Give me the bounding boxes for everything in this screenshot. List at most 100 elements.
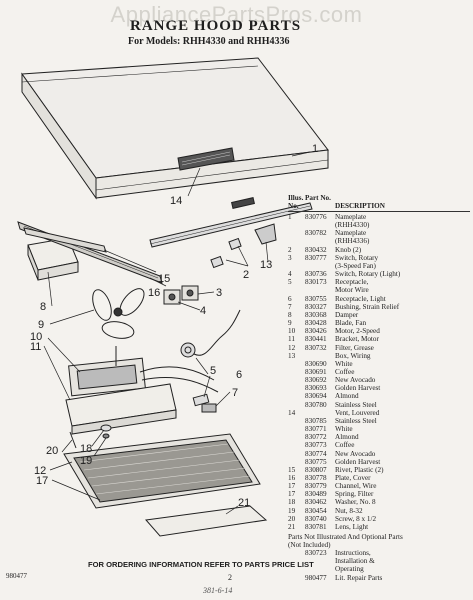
part-number: 830775 [305, 457, 327, 466]
illus-number: 19 [288, 506, 296, 515]
callout-15: 15 [158, 273, 170, 285]
part-number: 980477 [305, 573, 327, 582]
table-row: Installation & [288, 557, 470, 565]
callout-9: 9 [38, 319, 44, 331]
illus-number [288, 417, 305, 425]
page-number: 2 [228, 573, 232, 582]
header-illus: Illus. No. [288, 194, 304, 210]
description: Motor, 2-Speed [335, 327, 380, 336]
illus-number [288, 237, 305, 245]
callout-20: 20 [46, 445, 58, 457]
part-number: 830782 [305, 229, 327, 238]
description: Almond [335, 392, 359, 401]
illus-number [288, 360, 305, 368]
part-number [305, 352, 335, 360]
ordering-footer: FOR ORDERING INFORMATION REFER TO PARTS … [88, 560, 314, 569]
callout-14: 14 [170, 195, 182, 207]
header-part: Part No. [305, 194, 331, 202]
illus-number: 3 [288, 253, 292, 262]
description: Damper [335, 310, 359, 319]
illus-number [288, 425, 305, 433]
description: Screw, 8 x 1/2 [335, 514, 377, 523]
part-number: 830692 [305, 376, 327, 385]
illus-number: 11 [288, 335, 295, 344]
callout-6: 6 [236, 369, 242, 381]
document-code: 980477 [6, 572, 27, 580]
part-number: 830723 [305, 549, 327, 558]
header-description: DESCRIPTION [335, 202, 385, 210]
illus-number [288, 368, 305, 376]
motor-assembly [65, 346, 219, 435]
not-illustrated-label: Parts Not Illustrated And Optional Parts… [288, 533, 403, 550]
page-title: RANGE HOOD PARTS [130, 18, 302, 34]
illus-number: 12 [288, 343, 296, 352]
illus-number [288, 286, 305, 294]
callout-16: 16 [148, 287, 160, 299]
illus-number: 17 [288, 490, 296, 499]
part-number: 830740 [305, 514, 327, 523]
fan-blade [92, 288, 145, 339]
callout-18: 18 [80, 443, 92, 455]
description: Operating [335, 565, 364, 574]
description: Stainless Steel [335, 400, 377, 409]
illus-number: 18 [288, 498, 296, 507]
illus-number [288, 384, 305, 392]
part-number [305, 237, 335, 245]
illus-number [288, 574, 305, 582]
description: Motor Wire [335, 286, 369, 295]
part-number: 830807 [305, 465, 327, 474]
illus-number: 1 [288, 213, 292, 221]
table-row: Motor Wire [288, 286, 470, 294]
description: (3-Speed Fan) [335, 261, 376, 270]
illus-number: 4 [288, 270, 292, 279]
part-number: 830780 [305, 400, 327, 409]
control-channel [149, 202, 313, 248]
description: Receptacle, [335, 278, 369, 287]
callout-17: 17 [36, 475, 48, 487]
callout-13: 13 [260, 259, 272, 271]
description: Golden Harvest [335, 457, 381, 466]
illus-number: 13 [288, 351, 296, 360]
rotary-switches [163, 285, 199, 305]
description: Blade, Fan [335, 319, 367, 328]
description: Bushing, Strain Relief [335, 302, 400, 311]
illus-number [288, 401, 305, 409]
part-number: 830489 [305, 490, 327, 499]
table-row: Operating [288, 565, 470, 573]
description: Bracket, Motor [335, 335, 379, 344]
illus-number: 20 [288, 514, 296, 523]
part-number: 830736 [305, 270, 327, 279]
part-number: 830368 [305, 310, 327, 319]
description: (RHH4330) [335, 221, 370, 230]
description: Nut, 8-32 [335, 506, 363, 515]
description: Washer, No. 8 [335, 498, 376, 507]
description: Coffee [335, 367, 355, 376]
grease-filter [63, 433, 261, 509]
part-number: 830773 [305, 441, 327, 450]
parts-table-header: Illus. No. Part No. DESCRIPTION [288, 194, 470, 212]
light-receptacle [180, 309, 241, 358]
description: Lens, Light [335, 522, 369, 531]
description: Knob (2) [335, 245, 362, 254]
